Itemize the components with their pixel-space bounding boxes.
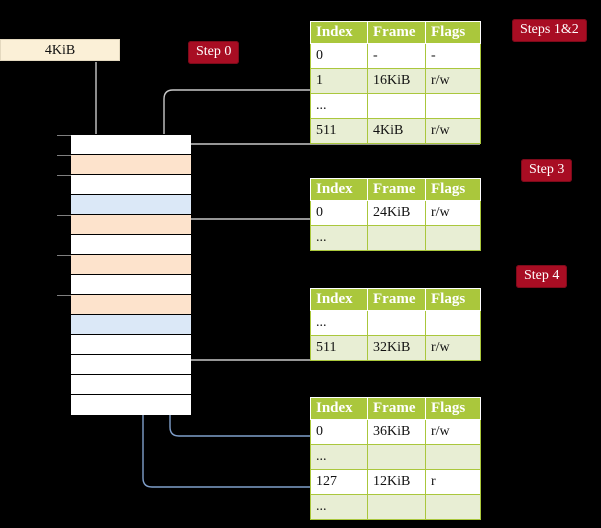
table-cell: 0 — [310, 200, 368, 226]
memory-frame-tick — [57, 295, 71, 296]
memory-frame-row — [71, 375, 191, 395]
table-cell: - — [367, 43, 426, 69]
table-cell: ... — [310, 225, 368, 251]
column-header-index: Index — [310, 397, 368, 420]
column-header-index: Index — [310, 21, 368, 44]
table-row: ... — [310, 494, 481, 520]
virtual-address-label: 4KiB — [44, 43, 76, 58]
table-cell: 36KiB — [367, 419, 426, 445]
column-header-frame: Frame — [367, 288, 426, 311]
badge-step-4: Step 4 — [516, 265, 568, 288]
table-cell — [425, 494, 481, 520]
table-cell: 16KiB — [367, 68, 426, 94]
memory-frame-row — [71, 315, 191, 335]
memory-frame-row — [57, 175, 191, 195]
column-header-flags: Flags — [425, 178, 481, 201]
badge-steps-1-and-2: Steps 1&2 — [512, 19, 587, 42]
table-cell: 4KiB — [367, 118, 426, 144]
table-cell — [367, 494, 426, 520]
table-cell: 12KiB — [367, 469, 426, 495]
table-cell — [367, 444, 426, 470]
column-header-frame: Frame — [367, 178, 426, 201]
table-cell: 32KiB — [367, 335, 426, 361]
badge-step-3: Step 3 — [521, 159, 573, 182]
table-cell: 0 — [310, 43, 368, 69]
column-header-index: Index — [310, 178, 368, 201]
table-cell: r — [425, 469, 481, 495]
memory-frame-tick — [57, 255, 71, 256]
memory-frame-row — [71, 355, 191, 375]
table-cell: r/w — [425, 68, 481, 94]
table-cell: r/w — [425, 335, 481, 361]
memory-frame-row — [71, 195, 191, 215]
memory-frame-row — [57, 255, 191, 275]
table-cell: 511 — [310, 118, 368, 144]
table-cell: ... — [310, 93, 368, 119]
memory-frame-tick — [57, 215, 71, 216]
table-cell — [367, 310, 426, 336]
table-cell: 0 — [310, 419, 368, 445]
table-row: 0-- — [310, 43, 481, 69]
memory-frame-row — [57, 135, 191, 155]
table-cell: ... — [310, 494, 368, 520]
table-row: ... — [310, 225, 481, 251]
table-cell: ... — [310, 444, 368, 470]
table-cell — [425, 444, 481, 470]
table-cell: ... — [310, 310, 368, 336]
memory-frame-row — [71, 235, 191, 255]
column-header-index: Index — [310, 288, 368, 311]
table-cell — [425, 93, 481, 119]
physical-memory-column — [57, 134, 191, 415]
badge-step-0: Step 0 — [188, 41, 240, 64]
memory-frame-row — [57, 155, 191, 175]
memory-frame-row — [71, 275, 191, 295]
column-header-flags: Flags — [425, 397, 481, 420]
table-cell — [367, 93, 426, 119]
table-cell: r/w — [425, 200, 481, 226]
table-cell: 24KiB — [367, 200, 426, 226]
memory-frame-row — [57, 295, 191, 315]
memory-frame-tick — [57, 155, 71, 156]
column-header-flags: Flags — [425, 288, 481, 311]
table-cell: 1 — [310, 68, 368, 94]
memory-frame-tick — [57, 175, 71, 176]
table-cell: 511 — [310, 335, 368, 361]
column-header-frame: Frame — [367, 21, 426, 44]
virtual-address-box: 4KiB — [0, 39, 120, 61]
column-header-flags: Flags — [425, 21, 481, 44]
table-row: ... — [310, 310, 481, 336]
column-header-frame: Frame — [367, 397, 426, 420]
table-cell: r/w — [425, 419, 481, 445]
memory-frame-row — [57, 215, 191, 235]
table-cell — [425, 310, 481, 336]
table-cell — [425, 225, 481, 251]
table-cell: - — [425, 43, 481, 69]
table-row: ... — [310, 93, 481, 119]
table-row: ... — [310, 444, 481, 470]
memory-frame-tick — [57, 135, 71, 136]
table-cell: r/w — [425, 118, 481, 144]
table-cell — [367, 225, 426, 251]
memory-frame-row — [71, 395, 191, 415]
table-cell: 127 — [310, 469, 368, 495]
memory-frame-row — [71, 335, 191, 355]
